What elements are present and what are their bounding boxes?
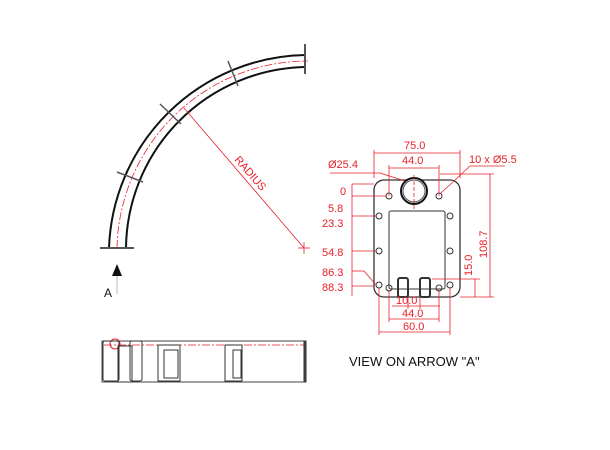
view-title: VIEW ON ARROW "A" (349, 354, 480, 369)
dim-slot-gap: 10.0 (396, 295, 417, 307)
dim-top-hole-spacing: 44.0 (402, 155, 423, 167)
dim-height: 108.7 (478, 230, 490, 258)
dim-left-4: 86.3 (322, 267, 343, 279)
dim-outer-spacing: 60.0 (403, 321, 424, 333)
curved-rail (100, 44, 310, 254)
plan-view (101, 338, 307, 383)
dim-slot-height: 15.0 (463, 255, 475, 276)
dim-inner-spacing: 44.0 (402, 308, 423, 320)
dim-hole-count: 10 x Ø5.5 (469, 154, 517, 166)
dim-left-2: 23.3 (322, 218, 343, 230)
dim-overall-width: 75.0 (404, 140, 425, 152)
dim-bore-diameter: Ø25.4 (328, 159, 358, 171)
dim-left-1: 5.8 (328, 203, 343, 215)
dimension-lines (330, 150, 505, 335)
dim-left-3: 54.8 (322, 247, 343, 259)
arrow-label: A (104, 286, 112, 300)
radius-label: RADIUS (232, 154, 268, 193)
view-arrow (112, 264, 122, 294)
dim-left-0: 0 (340, 186, 346, 198)
dim-left-5: 88.3 (322, 282, 343, 294)
